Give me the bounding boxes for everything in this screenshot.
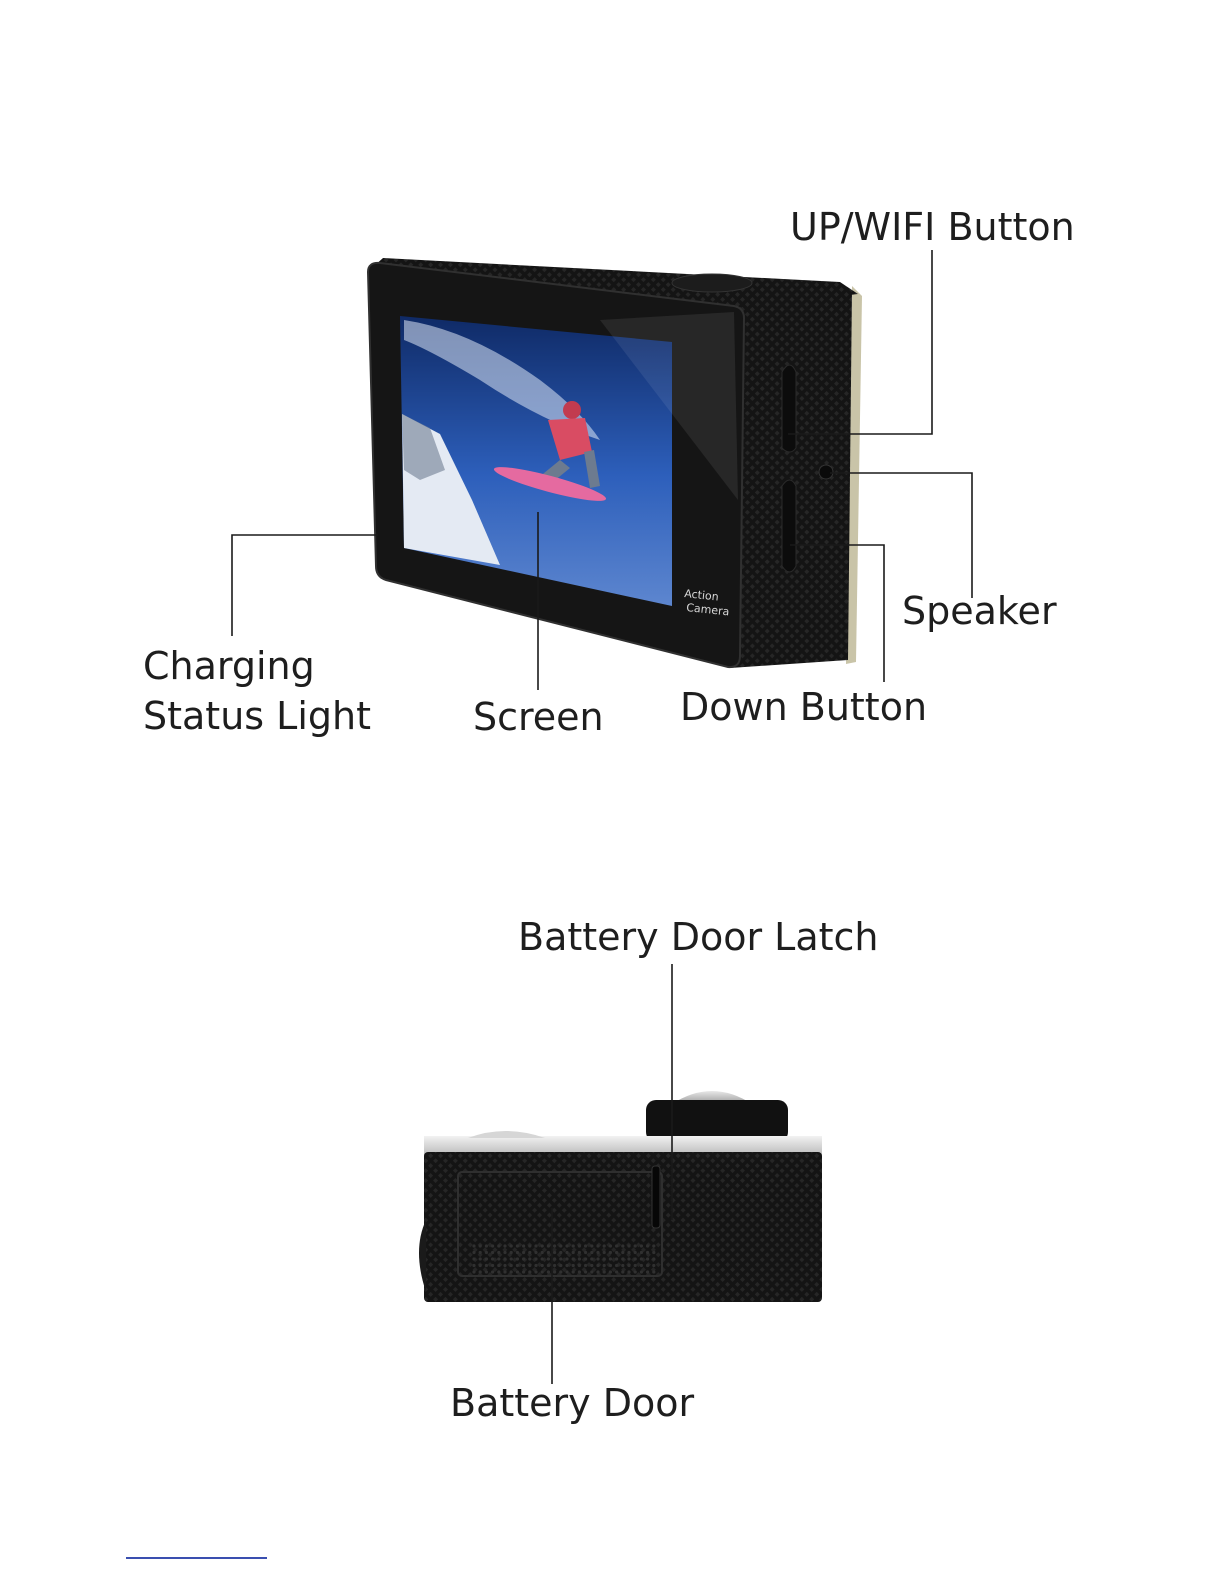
label-down-button: Down Button — [680, 682, 927, 732]
side-button-down — [782, 480, 796, 572]
side-bump — [419, 1220, 426, 1292]
side-button-up — [782, 365, 796, 452]
footer-rule — [126, 1557, 267, 1559]
label-speaker: Speaker — [902, 586, 1057, 636]
top-button-bump — [468, 1131, 545, 1138]
camera-rear-view: Action Camera — [368, 258, 862, 668]
battery-door-latch-slot — [652, 1166, 660, 1228]
camera-right-face — [730, 290, 852, 668]
label-battery-door-latch: Battery Door Latch — [518, 912, 879, 962]
up-wifi-button-shape — [672, 274, 752, 292]
label-charging-line2: Status Light — [143, 691, 371, 741]
label-up-wifi-button: UP/WIFI Button — [790, 202, 1075, 252]
leader-charging-light — [232, 535, 378, 636]
side-body — [424, 1152, 822, 1302]
speaker-holes — [819, 465, 833, 479]
lens-ring — [646, 1100, 788, 1142]
label-screen: Screen — [473, 692, 604, 742]
label-battery-door: Battery Door — [450, 1378, 694, 1428]
label-charging-line1: Charging — [143, 641, 315, 691]
camera-side-view — [419, 1091, 822, 1302]
